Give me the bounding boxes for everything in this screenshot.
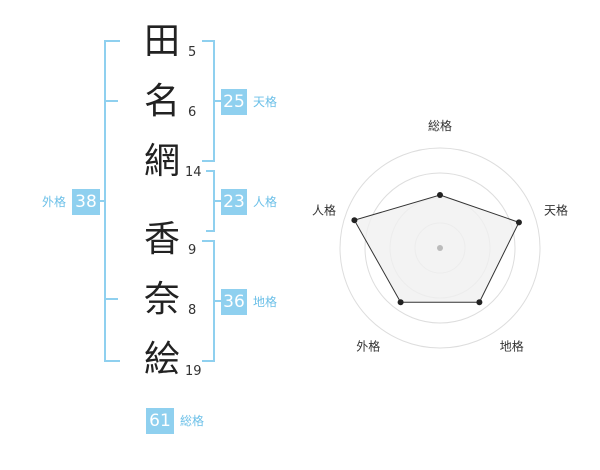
stroke-count-5: 8 [188,303,197,318]
radar-point-1 [437,192,443,198]
kanji-char-2: 名 [143,81,180,122]
bracket-tick [213,100,221,102]
bracket-tick [104,298,118,300]
gaikaku-label: 外格 [42,195,67,209]
bracket-tick [213,200,221,202]
radar-point-4 [397,299,404,306]
stroke-count-4: 9 [188,243,197,258]
soukaku-badge: 61 [146,408,174,434]
tenkaku-label: 天格 [253,95,278,109]
jinkaku-badge: 23 [221,189,247,215]
kanji-char-4: 香 [143,219,180,260]
kanji-char-6: 絵 [143,339,180,380]
radar-axis-label: 天格 [544,202,568,217]
kanji-char-3: 網 [143,141,180,182]
radar-point-5 [351,217,358,224]
kanji-char-1: 田 [143,21,180,62]
kanji-char-5: 奈 [143,279,180,320]
gaikaku-bracket [104,40,120,362]
radar-axis-label: 人格 [312,202,336,217]
jinkaku-label: 人格 [253,195,278,209]
radar-area [353,194,520,303]
radar-ring [339,147,541,349]
radar-point-3 [476,299,483,306]
stroke-count-6: 19 [185,364,202,379]
stroke-count-2: 6 [188,105,197,120]
chikaku-label: 地格 [253,295,278,309]
radar-axis-label: 総格 [428,118,452,133]
bracket-tick [213,300,221,302]
radar-point-2 [515,219,522,226]
bracket-tick [100,200,106,202]
radar-axis-label: 地格 [500,339,524,354]
stroke-count-1: 5 [188,45,197,60]
radar-ring [364,172,516,324]
tenkaku-badge: 25 [221,89,247,115]
gaikaku-badge: 38 [72,189,100,215]
soukaku-label: 総格 [180,414,205,428]
radar-axis-label: 外格 [356,339,380,354]
radar-center-dot [437,245,443,251]
stroke-count-3: 14 [185,165,202,180]
chikaku-badge: 36 [221,289,247,315]
bracket-tick [104,100,118,102]
